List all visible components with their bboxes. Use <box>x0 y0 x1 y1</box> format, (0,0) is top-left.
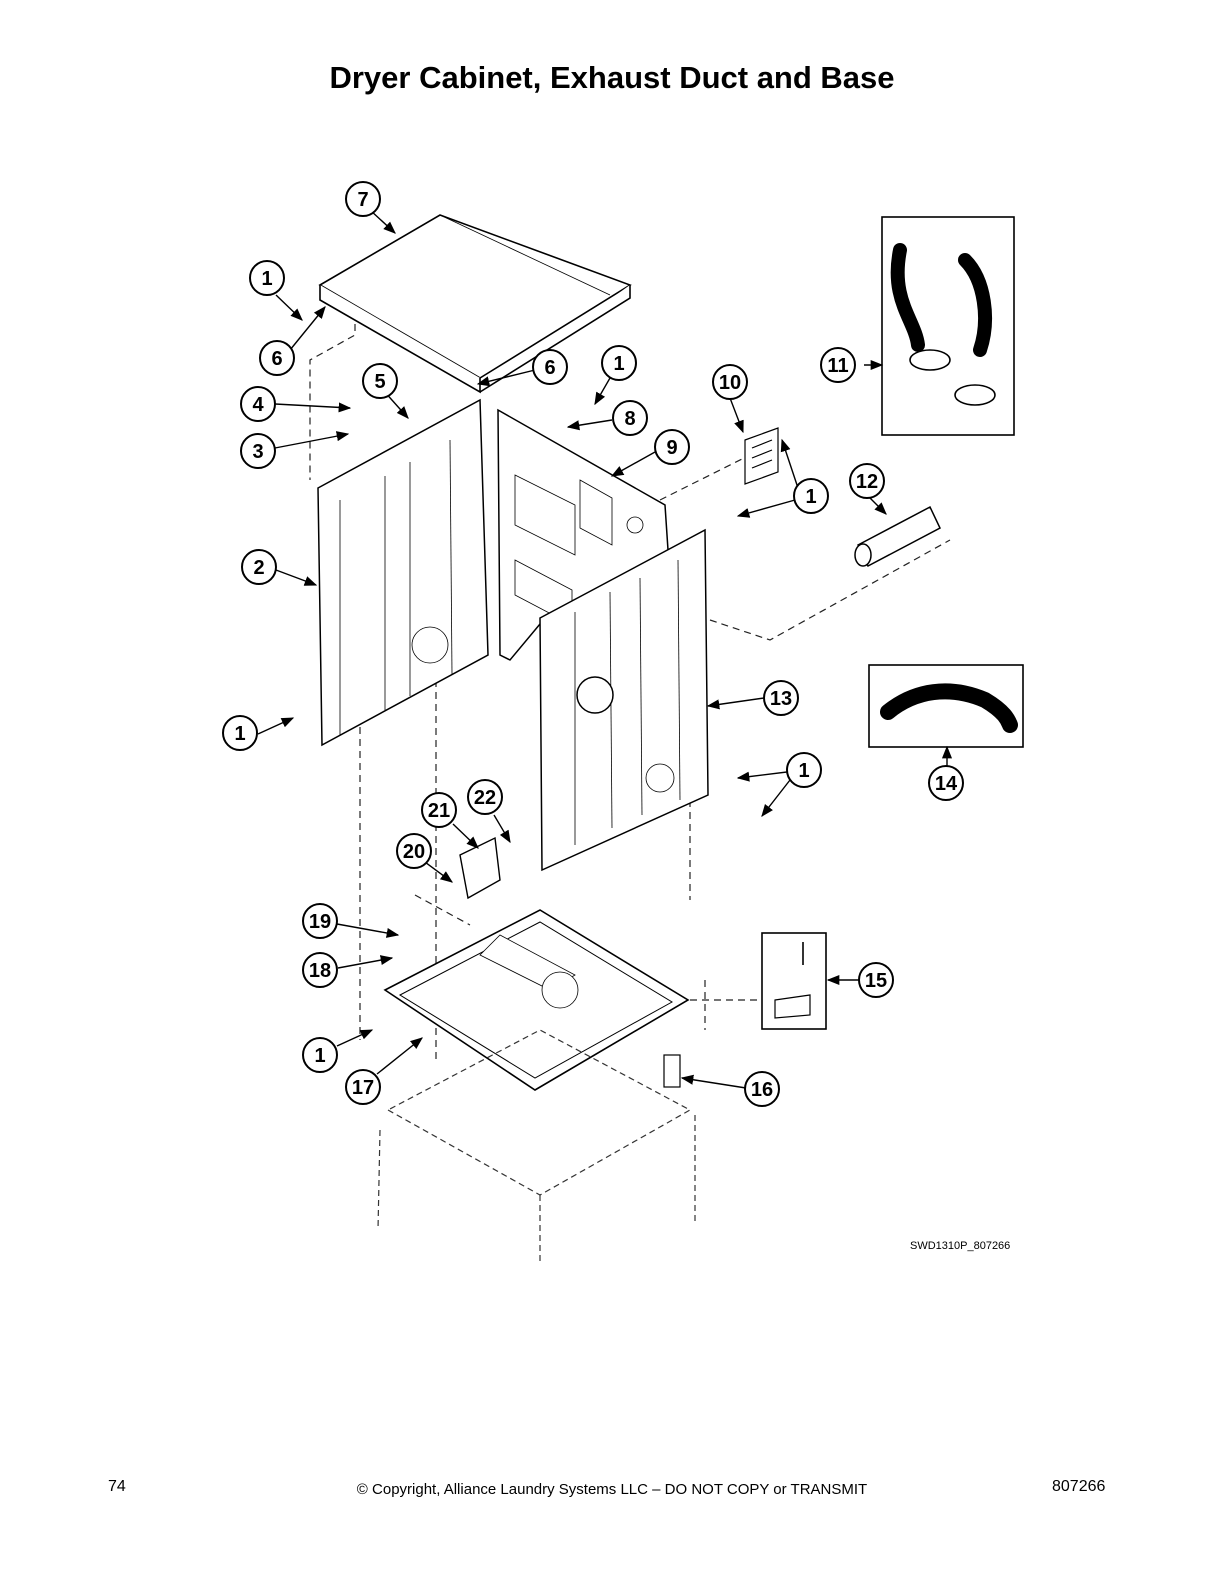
callout-11: 11 <box>820 347 856 383</box>
callout-3: 3 <box>240 433 276 469</box>
callout-7: 7 <box>345 181 381 217</box>
callout-5: 5 <box>362 363 398 399</box>
svg-text:1: 1 <box>805 486 816 508</box>
svg-text:18: 18 <box>309 960 331 982</box>
svg-text:3: 3 <box>252 441 263 463</box>
svg-text:20: 20 <box>403 841 425 863</box>
document-number: 807266 <box>1052 1478 1106 1495</box>
callout-1: 1 <box>302 1037 338 1073</box>
callout-2: 2 <box>241 549 277 585</box>
svg-text:15: 15 <box>865 970 887 992</box>
svg-text:22: 22 <box>474 787 496 809</box>
svg-text:21: 21 <box>428 800 450 822</box>
callout-16: 16 <box>744 1071 780 1107</box>
callout-4: 4 <box>240 386 276 422</box>
callout-19: 19 <box>302 903 338 939</box>
top-panel-part <box>318 214 632 394</box>
diagram-code: SWD1310P_807266 <box>910 1240 1011 1252</box>
leader-lines <box>257 209 953 1089</box>
callout-1: 1 <box>786 752 822 788</box>
vent-plate-part <box>744 427 779 485</box>
front-panel-part <box>539 528 709 872</box>
base-part <box>383 909 690 1091</box>
svg-text:1: 1 <box>261 268 272 290</box>
svg-text:1: 1 <box>314 1045 325 1067</box>
callout-15: 15 <box>858 962 894 998</box>
callout-12: 12 <box>849 463 885 499</box>
svg-text:1: 1 <box>234 723 245 745</box>
svg-text:17: 17 <box>352 1077 374 1099</box>
left-side-panel-part <box>317 398 489 747</box>
page-number: 74 <box>108 1478 126 1495</box>
callout-1: 1 <box>249 260 285 296</box>
svg-text:9: 9 <box>666 437 677 459</box>
svg-text:6: 6 <box>544 357 555 379</box>
svg-text:1: 1 <box>613 353 624 375</box>
svg-text:19: 19 <box>309 911 331 933</box>
svg-text:5: 5 <box>374 371 385 393</box>
svg-text:8: 8 <box>624 408 635 430</box>
callout-10: 10 <box>712 364 748 400</box>
callout-21: 21 <box>421 792 457 828</box>
flex-duct-box <box>868 664 1024 748</box>
svg-text:2: 2 <box>253 557 264 579</box>
svg-text:14: 14 <box>935 773 958 795</box>
page-title: Dryer Cabinet, Exhaust Duct and Base <box>329 60 895 95</box>
callout-1: 1 <box>601 345 637 381</box>
callout-17: 17 <box>345 1069 381 1105</box>
bracket-box <box>761 932 827 1030</box>
callout-14: 14 <box>928 765 964 801</box>
callout-22: 22 <box>467 779 503 815</box>
svg-text:6: 6 <box>271 348 282 370</box>
svg-text:12: 12 <box>856 471 878 493</box>
svg-text:7: 7 <box>357 189 368 211</box>
callout-1: 1 <box>222 715 258 751</box>
exhaust-duct-kit-box <box>881 216 1015 436</box>
duct-tube-part <box>854 505 941 568</box>
svg-text:4: 4 <box>252 394 264 416</box>
svg-text:10: 10 <box>719 372 741 394</box>
callout-6: 6 <box>532 349 568 385</box>
lower-cabinet-outline <box>377 1029 696 1265</box>
callout-1: 1 <box>793 478 829 514</box>
svg-text:16: 16 <box>751 1079 773 1101</box>
svg-text:11: 11 <box>827 355 848 377</box>
callout-6: 6 <box>259 340 295 376</box>
rear-panel-part <box>497 408 669 661</box>
control-bracket-part <box>459 836 501 900</box>
copyright-notice: © Copyright, Alliance Laundry Systems LL… <box>356 1481 868 1498</box>
svg-text:1: 1 <box>798 760 809 782</box>
callout-18: 18 <box>302 952 338 988</box>
callout-13: 13 <box>763 680 799 716</box>
leveling-foot-part <box>663 1054 681 1088</box>
callout-9: 9 <box>654 429 690 465</box>
svg-text:13: 13 <box>770 688 792 710</box>
callout-8: 8 <box>612 400 648 436</box>
callout-20: 20 <box>396 833 432 869</box>
